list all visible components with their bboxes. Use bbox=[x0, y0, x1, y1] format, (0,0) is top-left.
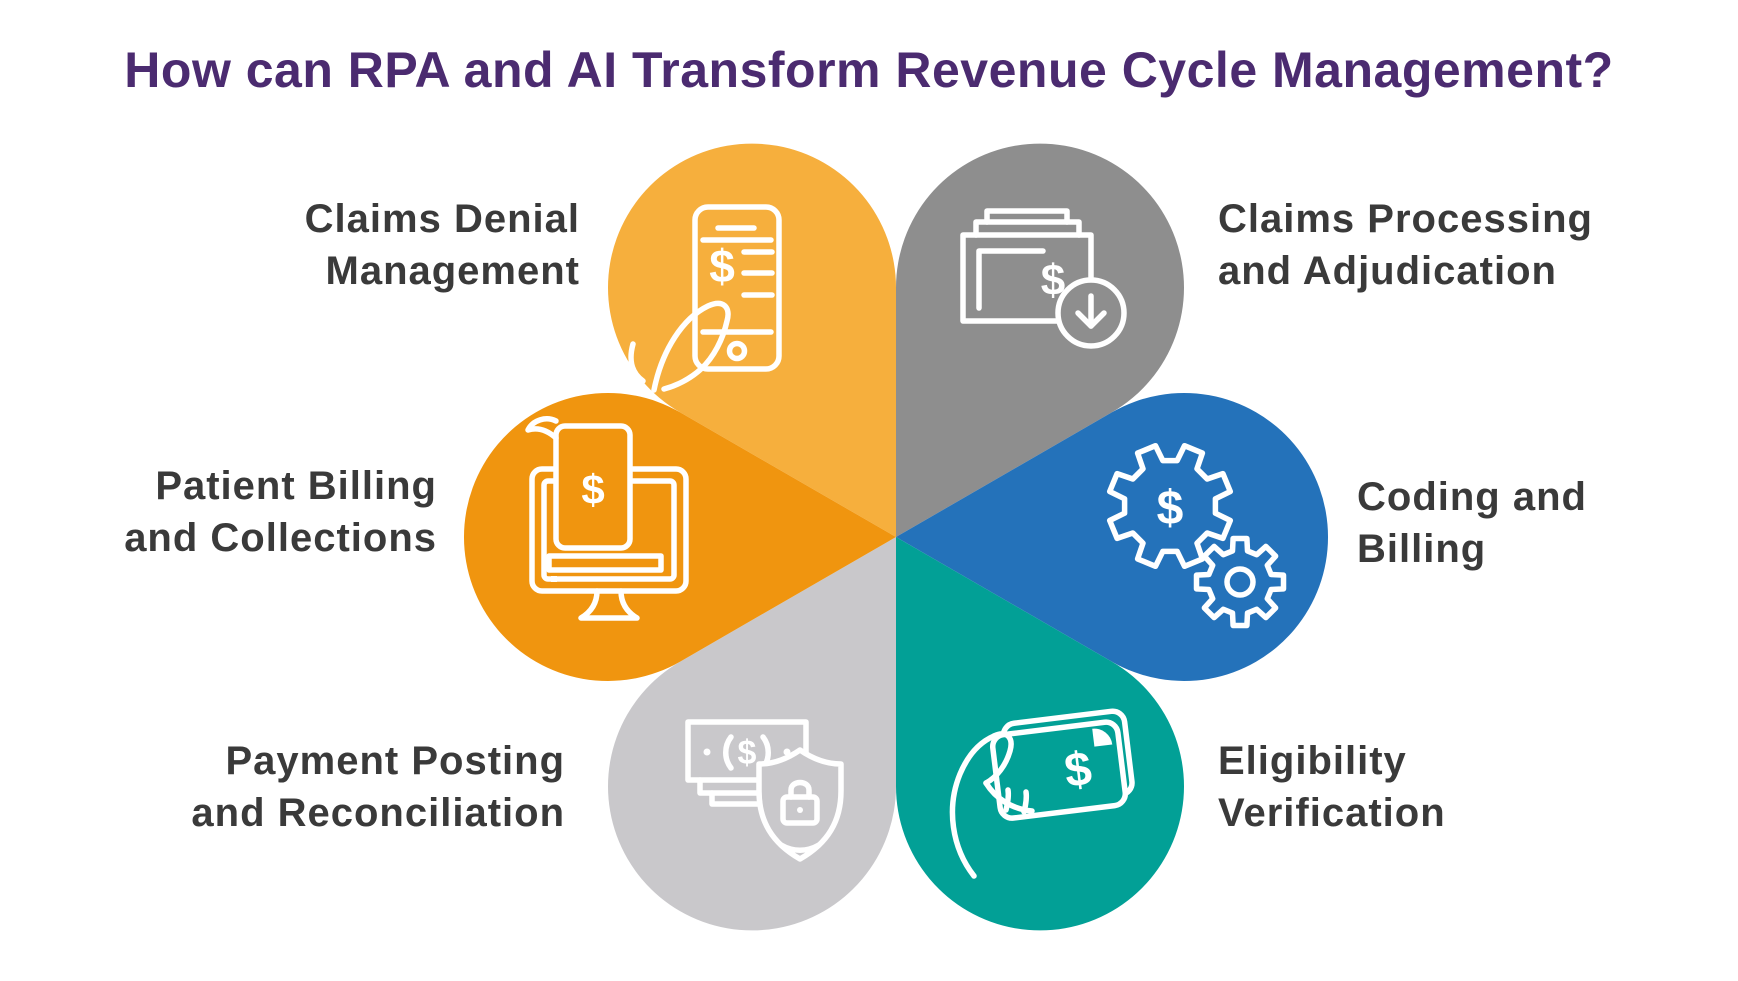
monitor-receipt-icon: $ bbox=[525, 416, 689, 621]
label-claims-denial: Claims Denial Management bbox=[305, 193, 580, 297]
label-line: and Adjudication bbox=[1218, 249, 1557, 293]
label-eligibility: Eligibility Verification bbox=[1218, 735, 1446, 839]
label-line: Claims Processing bbox=[1218, 197, 1593, 241]
petal-patient-billing: $ bbox=[463, 393, 896, 681]
petal-shape-gray bbox=[896, 143, 1184, 537]
petal-claims-processing: $ bbox=[896, 143, 1184, 537]
hand-holding-phone-icon: $ bbox=[628, 204, 782, 393]
petal-coding-billing: $ bbox=[896, 393, 1329, 682]
label-line: Verification bbox=[1218, 791, 1446, 835]
gears-dollar-icon: $ bbox=[1106, 442, 1287, 629]
label-line: Management bbox=[325, 249, 580, 293]
svg-text:$: $ bbox=[581, 466, 604, 513]
label-claims-processing: Claims Processing and Adjudication bbox=[1218, 193, 1593, 297]
svg-text:$: $ bbox=[1157, 482, 1184, 535]
label-line: Billing bbox=[1357, 527, 1487, 571]
label-patient-billing: Patient Billing and Collections bbox=[124, 460, 437, 564]
label-line: and Collections bbox=[124, 516, 437, 560]
label-coding-billing: Coding and Billing bbox=[1357, 471, 1587, 575]
petal-eligibility: $ bbox=[896, 537, 1185, 931]
banknote-shield-lock-icon: $ bbox=[685, 719, 844, 862]
label-line: Eligibility bbox=[1218, 739, 1407, 783]
label-line: Payment Posting bbox=[225, 739, 565, 783]
svg-text:$: $ bbox=[709, 240, 735, 292]
claims-stack-download-icon: $ bbox=[960, 208, 1127, 349]
label-line: and Reconciliation bbox=[191, 791, 565, 835]
petal-payment-posting: $ bbox=[608, 537, 897, 931]
svg-text:$: $ bbox=[738, 734, 757, 772]
petal-shape-amber bbox=[608, 143, 896, 538]
label-line: Coding and bbox=[1357, 475, 1587, 519]
label-line: Claims Denial bbox=[304, 197, 580, 241]
hand-holding-card-icon: $ bbox=[949, 708, 1135, 879]
label-payment-posting: Payment Posting and Reconciliation bbox=[191, 735, 565, 839]
petal-claims-denial: $ bbox=[608, 143, 896, 538]
page-title: How can RPA and AI Transform Revenue Cyc… bbox=[124, 42, 1614, 98]
label-line: Patient Billing bbox=[155, 464, 437, 508]
